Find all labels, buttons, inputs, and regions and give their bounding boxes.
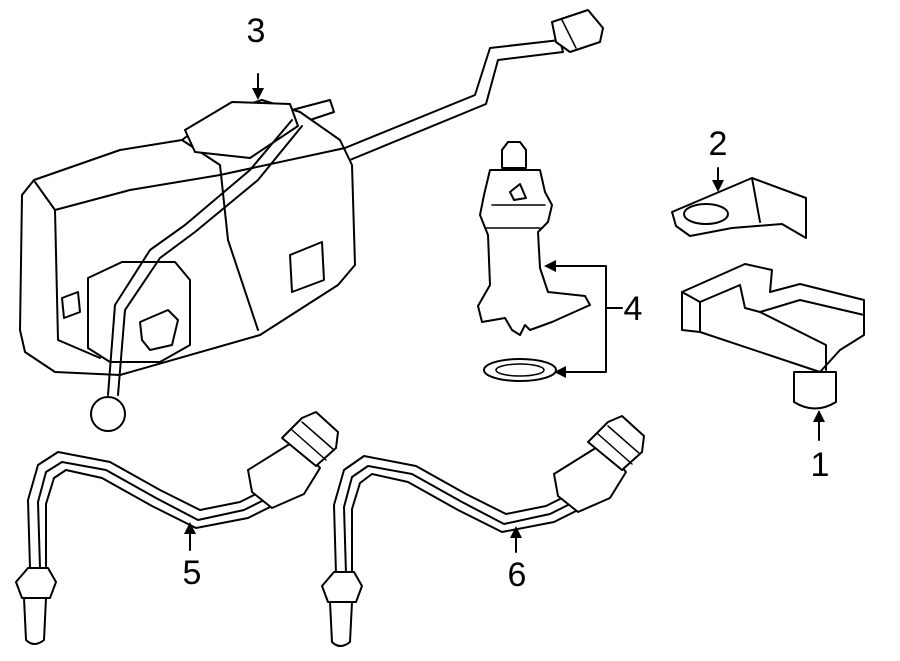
callout-6-label: 6 xyxy=(508,556,527,594)
sensor xyxy=(681,263,865,410)
callout-2-label: 2 xyxy=(709,125,728,163)
callout-4-group: 4 xyxy=(544,260,642,378)
mounting-bracket xyxy=(671,177,807,239)
callout-3-label: 3 xyxy=(247,12,266,50)
callout-5-arrowhead xyxy=(184,522,196,534)
callout-4-arrowhead-top xyxy=(544,260,556,272)
charcoal-canister xyxy=(19,9,604,432)
callout-6-arrowhead xyxy=(510,526,522,538)
purge-valve xyxy=(477,141,591,382)
callout-4-arrowhead-bottom xyxy=(554,366,566,378)
callout-1-label: 1 xyxy=(811,446,830,484)
callout-4-bracket xyxy=(547,265,607,373)
callout-5-group: 5 xyxy=(183,522,202,592)
callout-2-group: 2 xyxy=(709,125,728,192)
callout-5-label: 5 xyxy=(183,554,202,592)
callout-3-arrowhead xyxy=(252,88,264,100)
callout-3-group: 3 xyxy=(247,12,266,100)
oxygen-sensor-6 xyxy=(321,415,645,647)
callout-1-group: 1 xyxy=(811,410,830,484)
callout-1-arrowhead xyxy=(813,410,825,422)
callout-4-label: 4 xyxy=(624,290,643,328)
callout-2-arrowhead xyxy=(712,180,724,192)
callout-6-group: 6 xyxy=(508,526,527,594)
oxygen-sensor-5 xyxy=(15,411,339,645)
